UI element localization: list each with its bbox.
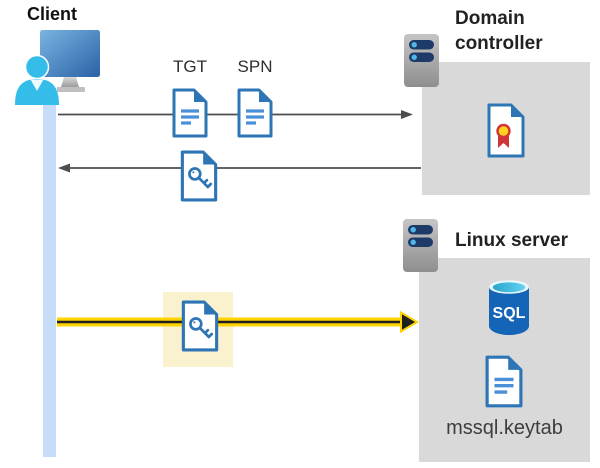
spn-document-icon — [237, 88, 273, 138]
tgt-label: TGT — [173, 57, 207, 76]
auth-arrow-yellow — [57, 310, 419, 334]
response-arrow-left — [58, 163, 421, 173]
person-icon — [15, 54, 59, 105]
spn-label: SPN — [237, 57, 273, 76]
linux-server-label: Linux server — [455, 230, 568, 251]
client-icon — [15, 30, 100, 105]
key-document-icon — [180, 150, 218, 202]
client-timeline — [43, 90, 56, 457]
domain-controller-label: Domain controller — [455, 8, 543, 54]
linux-server-icon — [403, 219, 438, 272]
request-arrow-right — [58, 110, 413, 119]
sql-database-icon: SQL — [489, 280, 529, 335]
keytab-document-icon — [485, 355, 523, 408]
tgt-document-icon — [172, 88, 208, 138]
monitor-icon — [40, 30, 100, 92]
keytab-key-document-icon — [181, 300, 219, 352]
domain-controller-server-icon — [404, 34, 439, 87]
sql-icon-text: SQL — [493, 305, 526, 322]
keytab-label: mssql.keytab — [446, 417, 563, 439]
certificate-icon — [487, 103, 525, 158]
client-label: Client — [27, 4, 78, 24]
key-glyph — [188, 167, 213, 189]
key-glyph — [189, 317, 214, 339]
